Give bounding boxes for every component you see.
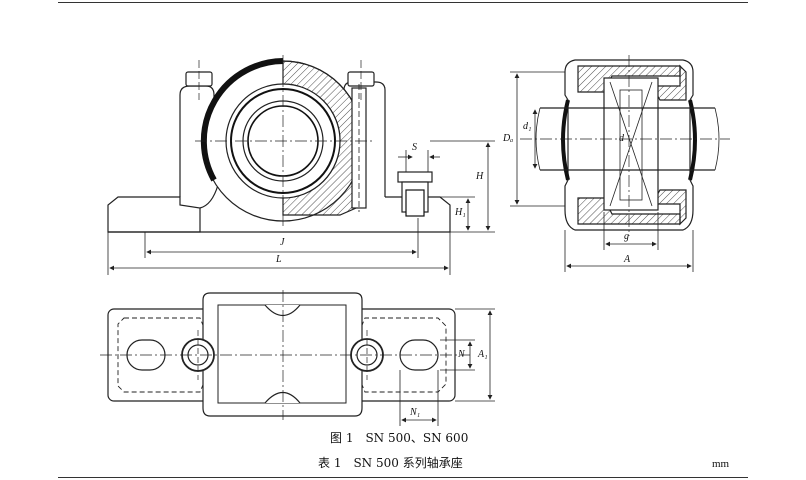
dim-label-S: S xyxy=(412,142,417,153)
side-dimensions xyxy=(510,71,694,272)
plan-view xyxy=(100,290,470,420)
dim-label-A1: A₁ xyxy=(478,349,488,360)
dim-label-Da: Dₐ xyxy=(503,133,514,144)
dim-label-H1: H₁ xyxy=(455,207,466,218)
plan-dimensions xyxy=(399,308,495,426)
top-rule xyxy=(58,2,748,3)
front-dimensions xyxy=(107,140,495,275)
dim-label-g: g xyxy=(624,231,629,242)
dim-label-N1: N₁ xyxy=(410,407,421,418)
dim-label-L: L xyxy=(276,254,282,265)
front-base xyxy=(107,196,201,233)
dim-label-H: H xyxy=(476,171,484,182)
dim-label-d1: d₁ xyxy=(523,121,532,132)
front-view xyxy=(107,55,451,233)
bottom-rule xyxy=(58,477,748,478)
dim-label-N: N xyxy=(458,349,465,360)
units-label: mm xyxy=(712,458,730,470)
table-title: 表 1 SN 500 系列轴承座 xyxy=(318,456,463,470)
dim-label-J: J xyxy=(280,237,285,248)
dim-label-A: A xyxy=(624,254,631,265)
dim-label-d: d xyxy=(619,133,624,144)
figure-caption: 图 1 SN 500、SN 600 xyxy=(330,431,469,445)
side-view xyxy=(520,55,730,236)
